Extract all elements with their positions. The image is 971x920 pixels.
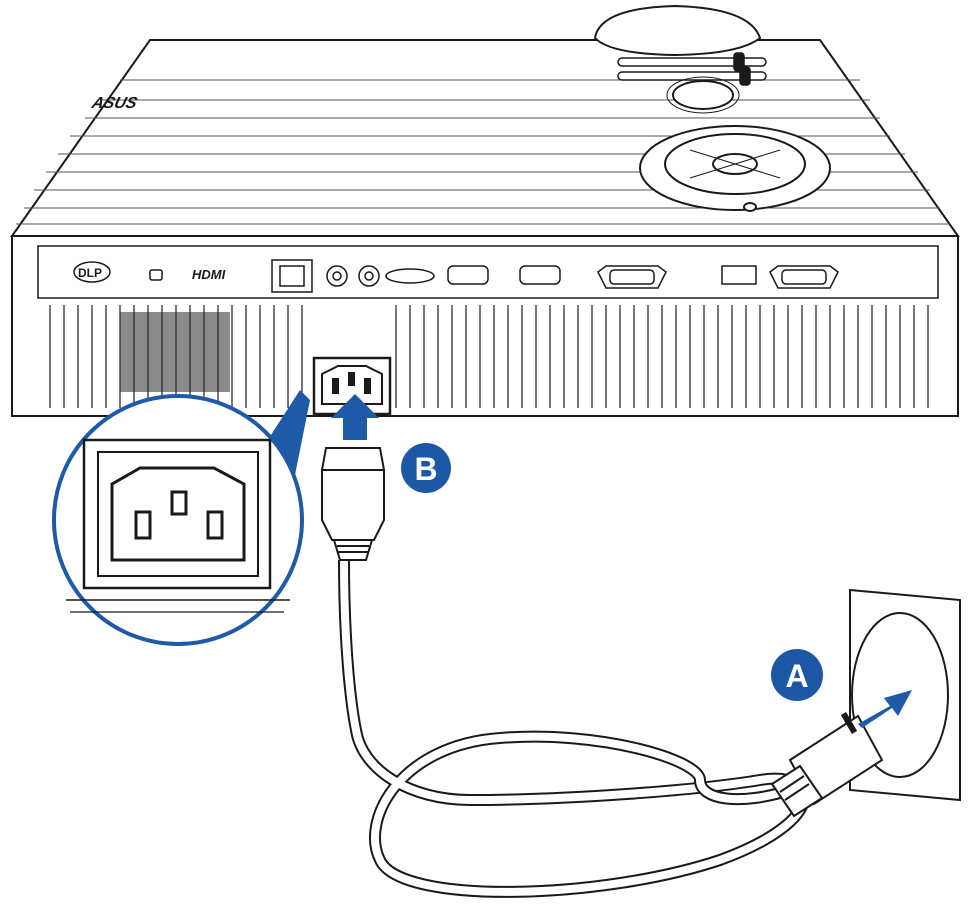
wall-plug-icon [770, 711, 884, 818]
inlet-zoom-callout [52, 390, 310, 646]
projector-icon: ASUS DLP HDMI [10, 4, 960, 417]
svg-text:B: B [414, 451, 437, 487]
hdmi-logo: HDMI [192, 267, 226, 282]
power-cord-icon [338, 559, 811, 898]
asus-logo: ASUS [89, 94, 139, 112]
dlp-logo: DLP [78, 266, 102, 280]
power-inlet-icon [312, 356, 392, 416]
svg-text:A: A [785, 658, 808, 694]
arrow-b-icon [331, 394, 379, 440]
focus-sliders [617, 52, 767, 86]
callout-b-badge: B [401, 443, 451, 493]
callout-a-badge: A [771, 649, 823, 701]
power-button-icon [672, 80, 734, 110]
arrow-a-icon [858, 690, 912, 728]
iec-plug-icon [320, 447, 386, 561]
io-ports: DLP HDMI [73, 259, 839, 293]
keypad-icon [639, 125, 831, 212]
